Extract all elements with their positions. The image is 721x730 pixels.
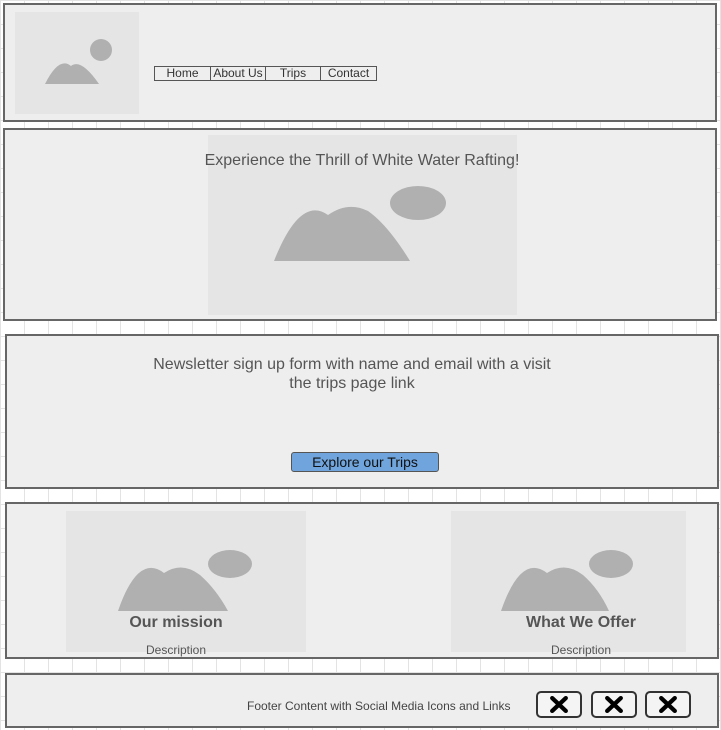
- mission-image-placeholder-icon: [66, 511, 306, 652]
- newsletter-description: Newsletter sign up form with name and em…: [137, 355, 567, 393]
- features-section: Our mission Description What We Offer De…: [5, 502, 719, 659]
- social-close-icon-1[interactable]: [536, 691, 582, 718]
- offer-description: Description: [550, 643, 612, 657]
- hero-section: Experience the Thrill of White Water Raf…: [3, 128, 717, 321]
- nav-about-us[interactable]: About Us: [210, 66, 266, 81]
- offer-image-placeholder-icon: [451, 511, 686, 652]
- hero-title: Experience the Thrill of White Water Raf…: [204, 152, 520, 169]
- nav-trips[interactable]: Trips: [265, 66, 321, 81]
- offer-title: What We Offer: [526, 614, 636, 631]
- explore-trips-button[interactable]: Explore our Trips: [291, 452, 439, 472]
- newsletter-line-2: the trips page link: [289, 375, 415, 392]
- site-footer: Footer Content with Social Media Icons a…: [5, 673, 719, 728]
- mission-title: Our mission: [129, 614, 223, 631]
- hero-image-placeholder-icon: [208, 135, 517, 315]
- social-close-icon-2[interactable]: [591, 691, 637, 718]
- newsletter-line-1: Newsletter sign up form with name and em…: [153, 356, 551, 373]
- nav-contact[interactable]: Contact: [320, 66, 377, 81]
- mission-description: Description: [145, 643, 207, 657]
- site-header: Home About Us Trips Contact: [3, 3, 717, 122]
- footer-text: Footer Content with Social Media Icons a…: [247, 699, 511, 713]
- logo-placeholder-icon: [15, 12, 139, 114]
- newsletter-section: Newsletter sign up form with name and em…: [5, 334, 719, 489]
- social-close-icon-3[interactable]: [645, 691, 691, 718]
- main-nav: Home About Us Trips Contact: [154, 66, 377, 81]
- nav-home[interactable]: Home: [154, 66, 211, 81]
